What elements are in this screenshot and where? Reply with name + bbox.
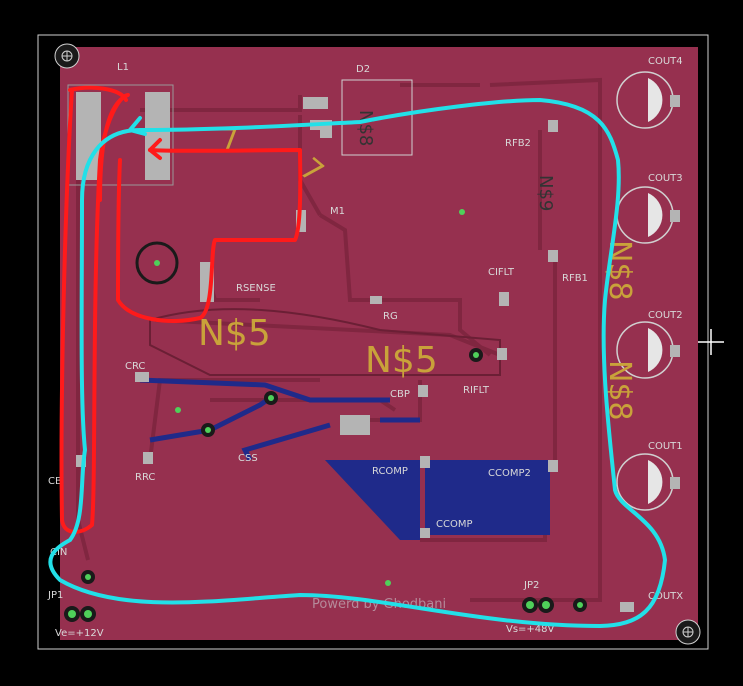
label-cout1: COUT1 <box>648 441 683 452</box>
label-rfb2: RFB2 <box>505 138 531 149</box>
label-jp1: JP1 <box>47 590 63 601</box>
output-capacitor-fills <box>648 78 663 504</box>
label-css: CSS <box>238 453 258 464</box>
cyan-annotation-loop <box>48 98 667 628</box>
label-rsense: RSENSE <box>236 283 276 294</box>
label-ccomp2: CCOMP2 <box>488 468 531 479</box>
label-cbp: CBP <box>390 389 410 400</box>
label-rfb1: RFB1 <box>562 273 588 284</box>
net-label-n9: N$9 <box>535 175 556 211</box>
net-label-n5-left: N$5 <box>198 313 271 354</box>
label-cb: CB <box>48 476 62 487</box>
label-cout2: COUT2 <box>648 310 683 321</box>
inductor-l1 <box>67 84 174 186</box>
label-coutx: COUTX <box>648 591 683 602</box>
net-5-outline <box>149 308 501 376</box>
net-label-n8-d2: N$8 <box>355 110 376 146</box>
net-label-n5-right: N$5 <box>365 340 438 381</box>
label-d2: D2 <box>356 64 370 75</box>
label-cin: CIN <box>50 547 67 558</box>
label-m1: M1 <box>330 206 345 217</box>
vias <box>81 209 587 612</box>
label-cout3: COUT3 <box>648 173 683 184</box>
mounting-hole-top-left <box>54 43 80 69</box>
label-crc: CRC <box>125 361 145 372</box>
bottom-copper <box>325 460 550 540</box>
output-capacitor-pads <box>670 95 680 489</box>
jumper-jp2 <box>522 597 554 613</box>
label-rcomp: RCOMP <box>372 466 408 477</box>
crosshair-cursor <box>698 329 724 355</box>
label-ve: Ve=+12V <box>55 628 104 639</box>
label-rrc: RRC <box>135 472 155 483</box>
label-ciflt: CIFLT <box>488 267 515 278</box>
label-jp2: JP2 <box>523 580 539 591</box>
label-rg: RG <box>383 311 398 322</box>
label-riflt: RIFLT <box>463 385 490 396</box>
label-cout4: COUT4 <box>648 56 683 67</box>
mounting-hole-bottom-right <box>675 619 701 645</box>
label-vs: Vs=+48V <box>506 624 555 635</box>
label-l1: L1 <box>117 62 129 73</box>
jumper-jp1 <box>64 606 96 622</box>
smd-pads <box>76 120 634 612</box>
red-annotation-loop <box>59 85 303 534</box>
label-ccomp: CCOMP <box>436 519 473 530</box>
